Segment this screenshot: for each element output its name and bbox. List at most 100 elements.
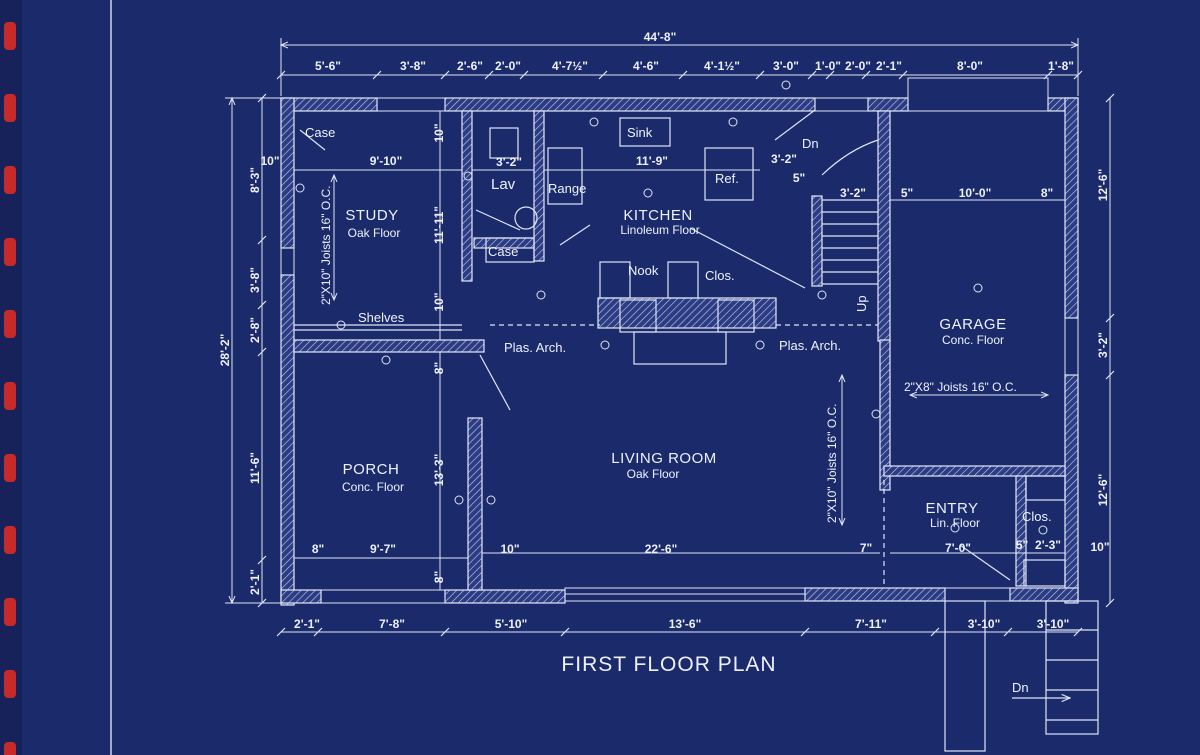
binding-ring (4, 22, 16, 50)
room-garage-floor: Conc. Floor (942, 333, 1004, 347)
dim-interior-d8c: 8" (312, 542, 324, 556)
dim-interior-d9_10: 9'-10" (370, 154, 403, 168)
binding-ring (4, 238, 16, 266)
dim-interior-d10e: 10" (1090, 540, 1109, 554)
dim-interior-d10d: 10" (500, 542, 519, 556)
dim-interior-d5a: 5" (793, 171, 805, 185)
dim-interior-d10b: 10" (432, 123, 446, 142)
plan-title: First Floor Plan (561, 653, 776, 676)
label-nook: Nook (628, 263, 659, 278)
dim-left-total: 28'-2" (218, 334, 232, 367)
top-5: 4'-6" (633, 59, 659, 73)
dim-interior-d8a: 8" (1041, 186, 1053, 200)
interior-walls (293, 110, 1066, 591)
exterior-walls (280, 97, 1079, 606)
label-range: Range (548, 181, 586, 196)
dim-interior-d13_3: 13'-3" (432, 454, 446, 487)
dimension-text: 44'-8" 5'-6"3'-8"2'-6"2'-0"4'-7½"4'-6"4'… (218, 30, 1110, 631)
top-0: 5'-6" (315, 59, 341, 73)
left-4: 2'-1" (248, 569, 262, 595)
dim-interior-d5b: 5" (901, 186, 913, 200)
top-6: 4'-1½" (704, 59, 740, 73)
dim-interior-d10_0: 10'-0" (959, 186, 992, 200)
bottom-4: 7'-11" (855, 617, 887, 631)
right-0: 12'-6" (1096, 169, 1110, 202)
bottom-3: 13'-6" (669, 617, 702, 631)
left-2: 2'-8" (248, 317, 262, 343)
binding-ring (4, 670, 16, 698)
room-porch-name: Porch (343, 461, 400, 478)
label-clos-kitchen: Clos. (705, 268, 735, 283)
dim-interior-d3_2c: 3'-2" (840, 186, 866, 200)
dim-interior-d8d: 8" (432, 571, 446, 583)
room-labels: Study Oak Floor Kitchen Linoleum Floor G… (342, 207, 1006, 530)
right-2: 12'-6" (1096, 474, 1110, 507)
room-kitchen-floor: Linoleum Floor (620, 223, 699, 237)
binding-ring (4, 454, 16, 482)
top-1: 3'-8" (400, 59, 426, 73)
dim-interior-d11_11: 11'-11" (432, 206, 446, 244)
label-shelves: Shelves (358, 310, 405, 325)
left-3: 11'-6" (248, 452, 262, 484)
label-joists-garage: 2"X8" Joists 16" O.C. (904, 380, 1017, 394)
room-living-name: Living Room (611, 450, 717, 467)
dim-interior-d7a: 7" (860, 541, 872, 555)
label-plas-arch-left: Plas. Arch. (504, 340, 566, 355)
label-sink: Sink (627, 125, 653, 140)
dim-overall: 44'-8" (644, 30, 677, 44)
dim-interior-d11_9: 11'-9" (636, 154, 668, 168)
dim-interior-d5c: 5" (1016, 538, 1028, 552)
dim-interior-d10a: 10" (260, 154, 279, 168)
room-kitchen-name: Kitchen (623, 207, 692, 224)
binding-ring (4, 382, 16, 410)
binding-ring (4, 598, 16, 626)
bottom-5: 3'-10" (968, 617, 1001, 631)
openings (280, 77, 1079, 604)
room-entry-floor: Lin. Floor (930, 516, 980, 530)
label-ref: Ref. (715, 171, 739, 186)
dim-interior-d9_7: 9'-7" (370, 542, 396, 556)
room-porch-floor: Conc. Floor (342, 480, 404, 494)
top-10: 2'-1" (876, 59, 902, 73)
dim-interior-d22_6: 22'-6" (645, 542, 678, 556)
label-dn-stairs: Dn (802, 136, 819, 151)
label-plas-arch-right: Plas. Arch. (779, 338, 841, 353)
binding-ring (4, 526, 16, 554)
bottom-6: 3'-10" (1037, 617, 1070, 631)
binding-ring (4, 310, 16, 338)
bottom-0: 2'-1" (294, 617, 320, 631)
top-7: 3'-0" (773, 59, 799, 73)
room-study-floor: Oak Floor (348, 226, 401, 240)
dimension-ticks (257, 70, 1115, 637)
dim-interior-d7_0: 7'-0" (945, 541, 971, 555)
top-3: 2'-0" (495, 59, 521, 73)
outlet-symbols (295, 80, 1048, 535)
label-lav: Lav (491, 176, 516, 193)
top-12: 1'-8" (1048, 59, 1074, 73)
top-4: 4'-7½" (552, 59, 588, 73)
left-1: 3'-8" (248, 267, 262, 293)
left-0: 8'-3" (248, 167, 262, 193)
dim-interior-d3_2b: 3'-2" (771, 152, 797, 166)
room-garage-name: Garage (939, 316, 1006, 333)
binding-ring (4, 166, 16, 194)
dim-interior-d3_2a: 3'-2" (496, 155, 522, 169)
room-study-name: Study (345, 207, 398, 224)
room-entry-name: Entry (925, 500, 978, 517)
label-up: Up (854, 295, 869, 312)
label-joists-study: 2"X10" Joists 16" O.C. (319, 186, 333, 306)
right-1: 3'-2" (1096, 332, 1110, 358)
binding-ring (4, 94, 16, 122)
label-joists-living: 2"X10" Joists 16" O.C. (825, 404, 839, 524)
label-clos-entry: Clos. (1022, 509, 1052, 524)
fixtures (294, 109, 1099, 752)
label-case-hall: Case (488, 244, 518, 259)
dim-interior-d2_3: 2'-3" (1035, 538, 1061, 552)
top-9: 2'-0" (845, 59, 871, 73)
dim-interior-d8b: 8" (432, 362, 446, 374)
bottom-2: 5'-10" (495, 617, 528, 631)
binding-ring (4, 742, 16, 755)
label-case-study: Case (305, 125, 335, 140)
